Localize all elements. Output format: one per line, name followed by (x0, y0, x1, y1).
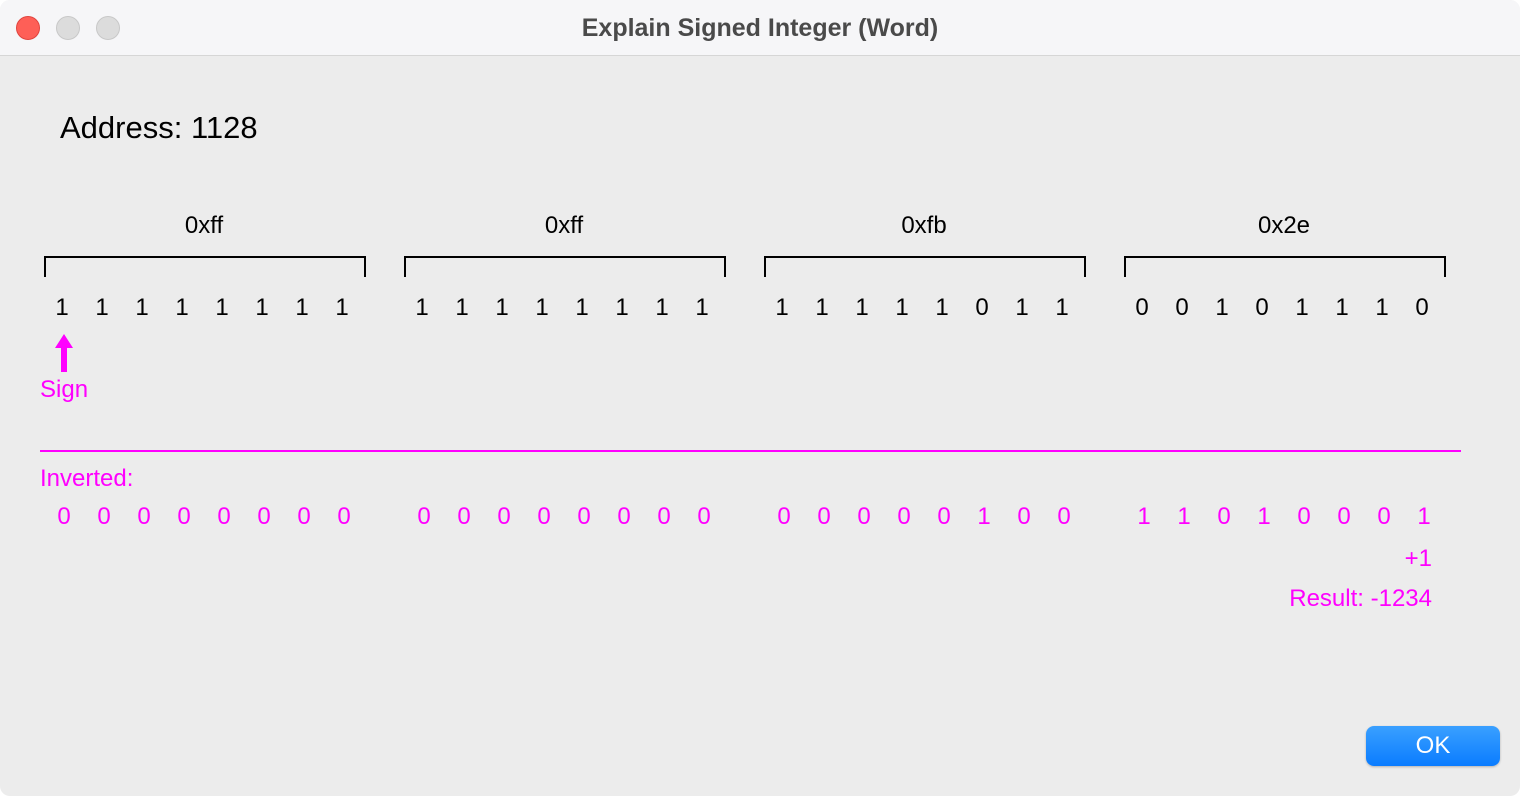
bit-digit: 0 (975, 294, 989, 321)
bit-digit: 1 (215, 294, 229, 321)
inverted-bit-digit: 0 (257, 503, 271, 530)
inverted-bit-digit: 0 (1337, 503, 1351, 530)
inverted-bit-digit: 0 (577, 503, 591, 530)
bit-digit: 1 (615, 294, 629, 321)
byte-bracket (1124, 256, 1446, 277)
inverted-bit-digit: 1 (1257, 503, 1271, 530)
inverted-bit-digit: 0 (617, 503, 631, 530)
address-label: Address: 1128 (60, 110, 258, 145)
inverted-bit-digit: 0 (1297, 503, 1311, 530)
inverted-bit-digit: 0 (1377, 503, 1391, 530)
sign-arrow-icon (55, 334, 73, 372)
byte-bracket (764, 256, 1086, 277)
inverted-bit-digit: 0 (337, 503, 351, 530)
bit-digit: 1 (575, 294, 589, 321)
bit-digit: 1 (695, 294, 709, 321)
inverted-bit-digit: 0 (937, 503, 951, 530)
bit-digit: 1 (95, 294, 109, 321)
bit-digit: 1 (655, 294, 669, 321)
inverted-bit-digit: 0 (697, 503, 711, 530)
bit-digit: 1 (935, 294, 949, 321)
bit-digit: 0 (1135, 294, 1149, 321)
bit-digit: 0 (1255, 294, 1269, 321)
bit-digit: 1 (1375, 294, 1389, 321)
inverted-bit-digit: 0 (137, 503, 151, 530)
inverted-bit-digit: 1 (1137, 503, 1151, 530)
inverted-bit-digit: 0 (657, 503, 671, 530)
bit-digit: 1 (1295, 294, 1309, 321)
inverted-bit-digit: 1 (1417, 503, 1431, 530)
byte-bracket (404, 256, 726, 277)
close-window-button[interactable] (16, 16, 40, 40)
result-label: Result: -1234 (1289, 585, 1432, 612)
bit-digit: 1 (775, 294, 789, 321)
inverted-bit-digit: 0 (457, 503, 471, 530)
bit-digit: 1 (895, 294, 909, 321)
minimize-window-button[interactable] (56, 16, 80, 40)
byte-hex-label: 0x2e (1257, 212, 1311, 239)
bit-digit: 1 (1335, 294, 1349, 321)
inverted-label: Inverted: (40, 465, 134, 492)
bit-digit: 1 (1055, 294, 1069, 321)
inverted-bit-digit: 1 (1177, 503, 1191, 530)
bit-digit: 1 (55, 294, 69, 321)
inverted-bit-digit: 0 (297, 503, 311, 530)
bit-digit: 1 (455, 294, 469, 321)
bit-digit: 1 (1015, 294, 1029, 321)
zoom-window-button[interactable] (96, 16, 120, 40)
bit-digit: 0 (1415, 294, 1429, 321)
byte-bracket (44, 256, 366, 277)
sign-label: Sign (40, 376, 89, 403)
bit-digit: 1 (255, 294, 269, 321)
bit-digit: 1 (335, 294, 349, 321)
inverted-bit-digit: 0 (777, 503, 791, 530)
inverted-bit-digit: 0 (57, 503, 71, 530)
inverted-bit-digit: 1 (977, 503, 991, 530)
inverted-bit-digit: 0 (417, 503, 431, 530)
divider-line (40, 450, 1461, 452)
bit-digit: 1 (295, 294, 309, 321)
bit-digit: 1 (815, 294, 829, 321)
inverted-bit-digit: 0 (217, 503, 231, 530)
bit-digit: 1 (175, 294, 189, 321)
bit-digit: 1 (855, 294, 869, 321)
byte-hex-label: 0xff (184, 212, 224, 239)
inverted-bit-digit: 0 (177, 503, 191, 530)
window-title: Explain Signed Integer (Word) (581, 14, 939, 42)
bit-digit: 1 (535, 294, 549, 321)
inverted-bit-digit: 0 (97, 503, 111, 530)
bit-digit: 1 (1215, 294, 1229, 321)
bit-digit: 1 (495, 294, 509, 321)
inverted-bit-digit: 0 (537, 503, 551, 530)
inverted-bit-digit: 0 (497, 503, 511, 530)
title-bar: Explain Signed Integer (Word) (0, 0, 1520, 56)
inverted-bit-digit: 0 (897, 503, 911, 530)
inverted-bit-digit: 0 (1217, 503, 1231, 530)
inverted-bit-digit: 0 (1017, 503, 1031, 530)
byte-hex-label: 0xfb (901, 212, 947, 239)
inverted-bit-digit: 0 (1057, 503, 1071, 530)
byte-hex-label: 0xff (544, 212, 584, 239)
inverted-bit-digit: 0 (857, 503, 871, 530)
plus-one-label: +1 (1404, 545, 1432, 572)
bit-digit: 1 (135, 294, 149, 321)
ok-button[interactable]: OK (1366, 726, 1500, 766)
bit-digit: 1 (415, 294, 429, 321)
inverted-bit-digit: 0 (817, 503, 831, 530)
bit-digit: 0 (1175, 294, 1189, 321)
